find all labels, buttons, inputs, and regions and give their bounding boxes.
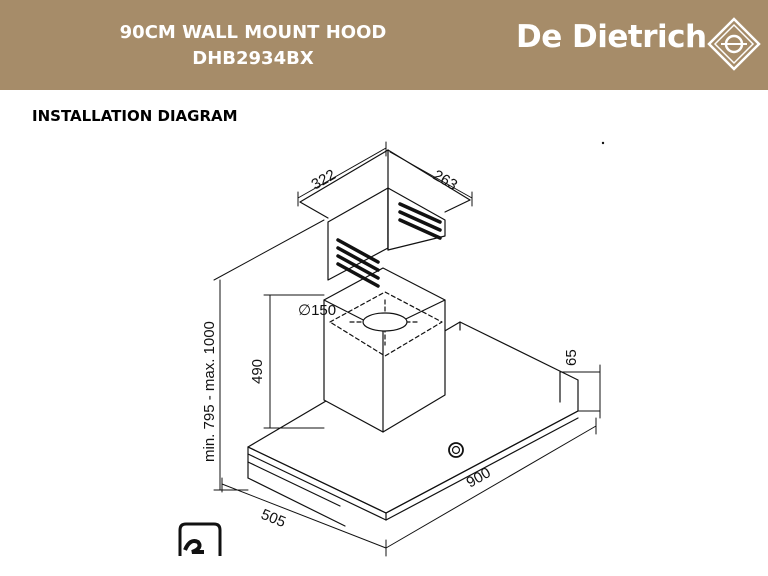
diamond-logo-icon [707,17,761,71]
installation-diagram: 322 263 ∅150 490 min. 795 - max. 1000 65… [178,141,605,557]
vent-slots-left [336,238,380,288]
vent-slots-right [398,202,442,240]
duct-ring [362,312,408,332]
dim-chimney-height: 490 [249,359,266,384]
hood-canopy [247,321,579,527]
section-title: INSTALLATION DIAGRAM [32,107,238,125]
dim-canopy-thickness: 65 [563,349,580,366]
dimension-lines [213,141,601,557]
product-model: DHB2934BX [192,48,314,69]
stray-mark [601,141,605,145]
dim-duct-diameter: ∅150 [298,302,336,319]
control-knob-icon [448,442,464,458]
dim-total-height: min. 795 - max. 1000 [201,321,218,462]
dim-chimney-depth: 263 [430,167,460,194]
dim-canopy-depth: 505 [259,506,289,531]
header-bar: 90CM WALL MOUNT HOOD DHB2934BX De Dietri… [0,0,768,90]
product-title: 90CM WALL MOUNT HOOD [119,22,387,43]
partial-logo-icon [178,522,222,556]
brand-logo-text: De Dietrich [516,19,707,55]
